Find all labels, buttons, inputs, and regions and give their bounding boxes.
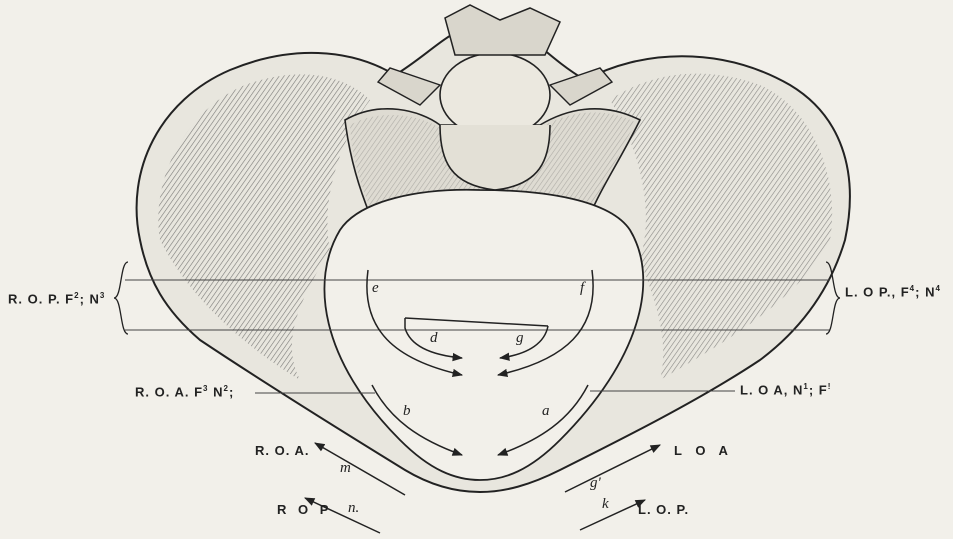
label-roa-bottom: R. O. A. — [255, 443, 309, 458]
label-loa-right: L. O A, N1; F! — [740, 382, 831, 397]
label-rop-left: R. O. P. F2; N3 — [8, 291, 105, 306]
letter-b: b — [403, 403, 411, 420]
spinous-process — [445, 5, 560, 55]
left-brace — [114, 262, 128, 334]
letter-e: e — [372, 280, 379, 297]
label-rop-bottom: R O P — [277, 502, 332, 517]
label-loa-bottom: L O A — [674, 443, 733, 458]
vertebral-body — [440, 53, 550, 137]
label-lop-right: L. O P., F4; N4 — [845, 284, 941, 299]
arrow-k — [580, 500, 645, 530]
letter-n: n. — [348, 500, 359, 517]
letter-k: k — [602, 496, 609, 513]
label-roa-left: R. O. A. F3 N2; — [135, 384, 234, 399]
letter-f: f — [580, 280, 584, 297]
letter-m: m — [340, 460, 351, 477]
letter-g: g — [516, 330, 524, 347]
letter-a: a — [542, 403, 550, 420]
letter-d: d — [430, 330, 438, 347]
label-lop-bottom: L. O. P. — [638, 502, 689, 517]
letter-g1: g' — [590, 475, 601, 492]
